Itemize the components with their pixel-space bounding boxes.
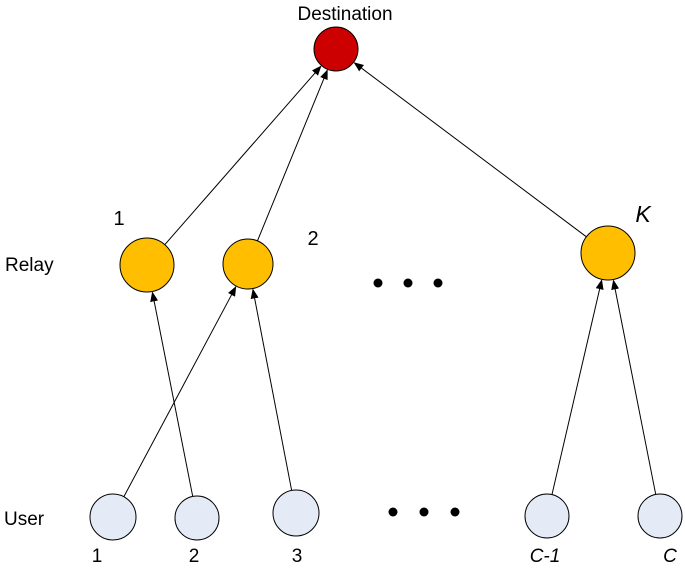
edge-u3-to-r2 bbox=[250, 288, 293, 491]
user-node-1 bbox=[89, 493, 137, 541]
relay-label-2: 2 bbox=[307, 228, 318, 250]
destination-label: Destination bbox=[297, 4, 392, 25]
edge-u1-to-r2 bbox=[123, 286, 237, 497]
relay-row-label: Relay bbox=[5, 255, 54, 276]
edge-rK-to-dest bbox=[353, 62, 587, 238]
relay-node-k bbox=[580, 225, 636, 281]
user-label-1: 1 bbox=[92, 546, 103, 567]
user-node-c-1 bbox=[524, 493, 570, 539]
edge-uC1-to-rK bbox=[551, 279, 604, 495]
user-label-3: 3 bbox=[292, 546, 303, 567]
user-label-c: C bbox=[663, 546, 677, 567]
destination-node bbox=[313, 26, 359, 72]
edge-r1-to-dest bbox=[164, 65, 322, 246]
edge-uC-to-rK bbox=[611, 279, 657, 495]
user-label-c-1: C-1 bbox=[530, 546, 561, 567]
relay-label-k: K bbox=[635, 201, 652, 227]
user-label-2: 2 bbox=[189, 546, 200, 567]
ellipsis-icon bbox=[388, 507, 460, 517]
relay-label-1: 1 bbox=[113, 208, 124, 230]
edge-r2-to-dest bbox=[257, 69, 328, 242]
relay-node-2 bbox=[222, 238, 274, 290]
edge-u2-to-r1 bbox=[150, 291, 194, 497]
ellipsis-icon bbox=[373, 278, 443, 288]
user-node-c bbox=[637, 493, 683, 539]
edges-group bbox=[123, 62, 657, 497]
user-node-2 bbox=[174, 495, 220, 541]
user-node-3 bbox=[272, 489, 320, 537]
user-row-label: User bbox=[4, 509, 45, 530]
relay-node-1 bbox=[119, 237, 175, 293]
